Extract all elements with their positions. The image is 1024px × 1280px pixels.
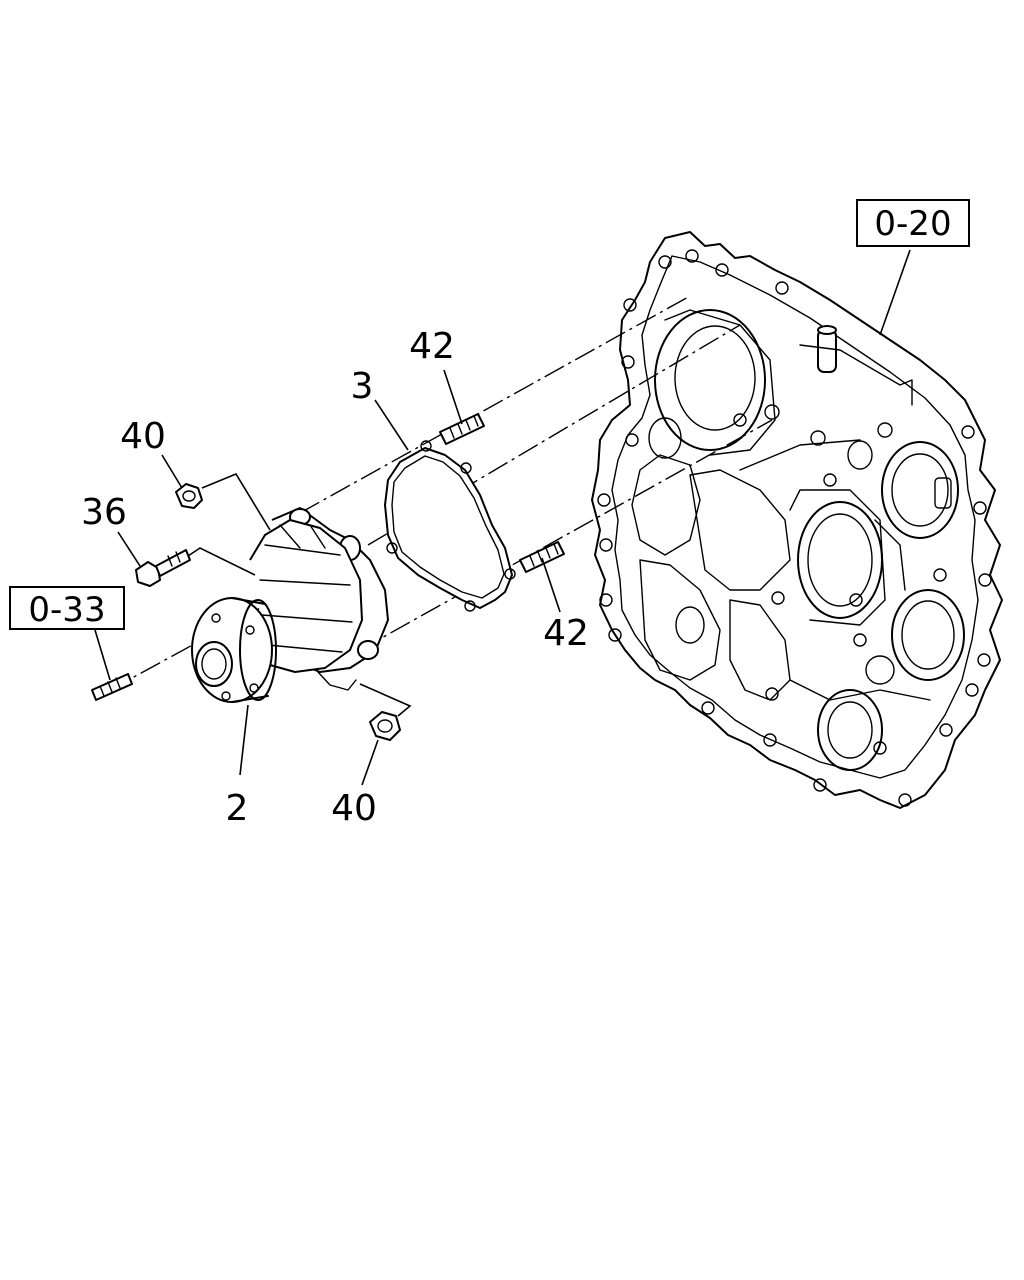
reference-label-pulley-stud: 0-33 [28, 590, 105, 630]
callout-stud-lower[interactable]: 42 [543, 613, 589, 654]
nut-lower [369, 711, 401, 741]
callout-nut-lower[interactable]: 40 [331, 788, 377, 829]
reference-box-timing-case[interactable]: 0-20 [856, 199, 970, 247]
callout-nut-upper[interactable]: 40 [120, 416, 166, 457]
callout-bolt[interactable]: 36 [81, 492, 127, 533]
timing-gear-case [591, 231, 1003, 809]
nut-upper [175, 483, 203, 509]
stud-upper [439, 413, 485, 445]
callout-gasket[interactable]: 3 [351, 366, 374, 407]
leader-lines [94, 249, 911, 786]
reference-label-timing-case: 0-20 [874, 204, 951, 244]
pulley-stud [91, 673, 133, 701]
gasket [384, 440, 516, 612]
callout-stud-upper[interactable]: 42 [409, 326, 455, 367]
bolt [135, 549, 191, 587]
callout-water-pump[interactable]: 2 [226, 788, 249, 829]
water-pump [191, 507, 389, 703]
reference-box-pulley-stud[interactable]: 0-33 [9, 586, 125, 630]
stud-lower [519, 541, 565, 573]
